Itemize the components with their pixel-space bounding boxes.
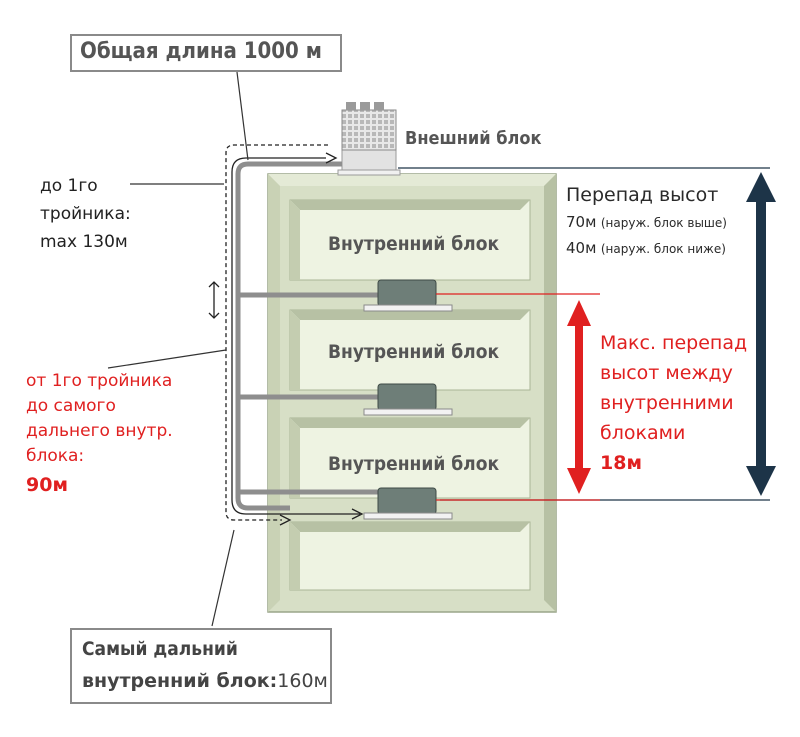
farthest-unit-line2: внутренний блок:160м: [82, 670, 328, 692]
indoor-unit-3: [363, 487, 453, 520]
refrigerant-piping: [235, 161, 378, 511]
indoor-unit-label-3: Внутренний блок: [328, 453, 500, 475]
indoor-unit-label-2: Внутренний блок: [328, 341, 500, 363]
floor-1: [289, 199, 531, 281]
total-length-box: Общая длина 1000 м: [70, 34, 342, 72]
first-tee-marker: [208, 281, 220, 319]
height-diff-label: Перепад высот 70м (наруж. блок выше) 40м…: [566, 182, 727, 260]
outdoor-height-arrow: [746, 172, 776, 496]
from-first-tee-value: 90м: [26, 474, 68, 496]
farthest-unit-line1: Самый дальний: [82, 638, 238, 660]
indoor-unit-label-1: Внутренний блок: [328, 233, 500, 255]
floor-2: [289, 309, 531, 391]
indoor-unit-2: [363, 383, 453, 416]
indoor-height-diff-value: 18м: [600, 452, 642, 474]
outdoor-unit-label: Внешний блок: [405, 128, 542, 149]
leader-lines: [107, 71, 249, 627]
indoor-height-arrow: [567, 300, 591, 494]
indoor-height-diff-label: Макс. перепад высот между внутренними бл…: [600, 328, 747, 478]
total-length-label: Общая длина 1000 м: [80, 39, 322, 64]
farthest-unit-box: Самый дальний внутренний блок:160м: [70, 628, 332, 704]
height-reference-lines: [398, 167, 770, 501]
pipe-path-outline: [225, 144, 364, 526]
floor-3: [289, 417, 531, 499]
floor-4: [289, 521, 531, 591]
height-diff-lower: 40м (наруж. блок ниже): [566, 239, 726, 257]
to-first-tee-label: до 1го тройника: max 130м: [40, 176, 131, 252]
height-diff-upper: 70м (наруж. блок выше): [566, 213, 727, 231]
building: [267, 173, 557, 613]
from-first-tee-label: от 1го тройника до самого дальнего внутр…: [26, 371, 173, 496]
indoor-unit-1: [363, 279, 453, 312]
outdoor-unit: [337, 102, 401, 176]
